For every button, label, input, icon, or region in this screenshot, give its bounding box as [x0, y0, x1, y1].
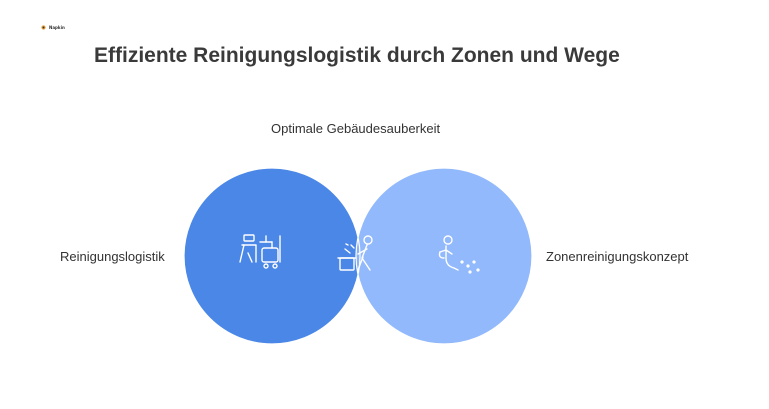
logo: Napkin — [40, 24, 65, 31]
venn-outline-right — [355, 167, 533, 345]
venn-outline-left — [183, 167, 361, 345]
logo-text: Napkin — [49, 24, 65, 30]
person-trash-bin-icon — [337, 235, 373, 271]
intersection-label: Optimale Gebäudesauberkeit — [271, 121, 441, 136]
page-title: Effiziente Reinigungslogistik durch Zone… — [94, 44, 620, 67]
set-label-right: Zonenreinigungskonzept — [546, 249, 689, 264]
logo-icon — [41, 25, 46, 30]
venn-circle-right — [356, 168, 532, 344]
set-label-left: Reinigungslogistik — [60, 249, 165, 264]
cleaning-person-sparkle-icon — [438, 235, 480, 274]
cleaning-worker-cart-icon — [239, 234, 281, 269]
venn-circle-left — [184, 168, 360, 344]
